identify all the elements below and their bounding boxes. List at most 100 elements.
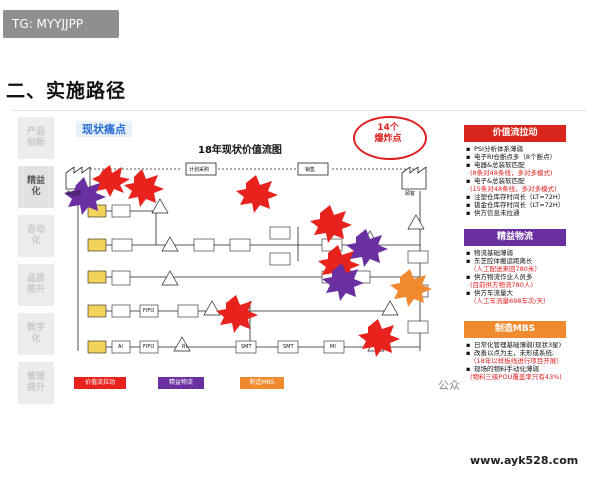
section-item: (15条对48条线，多对多模式) [466,185,586,193]
section-item-text: （人工车流量698车次/天） [470,297,550,305]
planning-label: 计划采购 [189,166,209,173]
bullet-icon: ▪ [466,289,471,297]
vsm-title: 18年现状价值流图 [198,145,282,156]
explosion-callout-bubble [353,116,427,160]
section-item-text: (15条对48条线，多对多模式) [470,185,557,193]
bullet-icon: ▪ [466,365,471,373]
svg-text:SMT: SMT [241,344,252,350]
bullet-icon: ▪ [466,209,471,217]
planning-box [185,162,217,176]
section-item-text: 供方车流量大 [474,289,513,297]
sales-box [297,162,329,176]
section-item-text: 日常化管理基础薄弱(现状3星) [474,341,562,349]
section-header-lean-logistics: 精益物流 [464,229,566,246]
yellow-box-2 [87,238,107,252]
section-item: ▪供方信息未拉通 [466,209,586,217]
section-item-text: 改善以点为主，未形成系统; [474,349,555,357]
svg-text:FIFO: FIFO [143,308,154,314]
bullet-icon: ▪ [466,273,471,281]
bullet-icon: ▪ [466,153,471,161]
section-list-value-stream: ▪PSI分析体系薄弱▪电子RI仓断点多（8个断点）▪电器&总装软匹配(8条对48… [466,145,586,217]
section-list-manufacturing-mbs: ▪日常化管理基础薄弱(现状3星)▪改善以点为主，未形成系统;（18年以样板线进行… [466,341,586,381]
yellow-box-4 [87,304,107,318]
bullet-icon: ▪ [466,145,471,153]
section-item-text: 钣金仓库存时间长（LT=72H） [474,201,565,209]
customer-label: 顾客 [405,190,415,197]
watermark-tag: TG: MYYJJPP [3,10,119,38]
svg-text:FIFO: FIFO [143,344,154,350]
section-item-text: 物流基础薄弱 [474,249,513,257]
bullet-icon: ▪ [466,341,471,349]
bullet-icon: ▪ [466,257,471,265]
section-item-text: (8条对48条线，多对多模式) [470,169,553,177]
bullet-icon: ▪ [466,193,471,201]
side-tab-label: 精益化 [26,176,45,197]
slide-canvas: 产品创新 精益化 自动化 品质提升 数字化 管理提升 现状痛点 18年现状价值流… [12,110,587,417]
section-item: (目前供方物流780人) [466,281,586,289]
side-tab-automation[interactable]: 自动化 [18,215,54,257]
section-item-text: (目前供方物流780人) [470,281,533,289]
side-tab-label: 产品创新 [26,127,45,148]
section-item: ▪电器&总装软匹配 [466,161,586,169]
section-item-text: （18年以样板线进行项目开展） [470,357,563,365]
section-item-text: 东芝腔体搬运距离长 [474,257,533,265]
bullet-icon: ▪ [466,161,471,169]
section-item: ▪注塑仓库存时间长（LT=72H） [466,193,586,201]
sales-label: 销售 [305,166,315,173]
side-tab-label: 管理提升 [26,372,45,393]
legend-lean-logistics: 精益物流 [158,377,204,389]
side-tab-label: 数字化 [26,323,45,344]
section-item: ▪供方物流作业人员多 [466,273,586,281]
customer-factory-icon [401,166,427,190]
section-item-text: (物料三级POU覆盖率只有43%) [470,373,562,381]
value-stream-map: 计划采购 销售 顾客 供应商 AI FIFO RI SMT SMT MI FIF… [64,162,432,357]
section-item: （人工配送来回780米） [466,265,586,273]
svg-text:MI: MI [330,344,336,350]
section-item: (8条对48条线，多对多模式) [466,169,586,177]
section-item: ▪日常化管理基础薄弱(现状3星) [466,341,586,349]
svg-text:SMT: SMT [283,344,294,350]
section-item-text: 电器&总装软匹配 [474,161,525,169]
pain-points-label: 现状痛点 [76,121,132,137]
section-item-text: 电子RI仓断点多（8个断点） [474,153,557,161]
section-header-value-stream: 价值流拉动 [464,125,566,142]
section-item: ▪物流基础薄弱 [466,249,586,257]
svg-text:RI: RI [182,344,187,350]
side-tab-label: 自动化 [26,225,45,246]
yellow-box-3 [87,270,107,284]
section-item: ▪改善以点为主，未形成系统; [466,349,586,357]
section-item: （18年以样板线进行项目开展） [466,357,586,365]
section-item-text: 现场的物料手动化薄弱 [474,365,539,373]
bullet-icon: ▪ [466,249,471,257]
section-item: ▪现场的物料手动化薄弱 [466,365,586,373]
side-tab-lean[interactable]: 精益化 [18,166,54,208]
side-tab-product-innovation[interactable]: 产品创新 [18,117,54,159]
legend-manufacturing-mbs: 制造MBS [240,377,284,389]
section-item-text: （人工配送来回780米） [470,265,541,273]
legend-value-stream: 价值流拉动 [74,377,126,389]
side-tab-label: 品质提升 [26,274,45,295]
section-item-text: 注塑仓库存时间长（LT=72H） [474,193,565,201]
section-item: ▪电子&总装软匹配 [466,177,586,185]
bullet-icon: ▪ [466,177,471,185]
section-header-manufacturing-mbs: 制造MBS [464,321,566,338]
section-item: ▪电子RI仓断点多（8个断点） [466,153,586,161]
section-item: (物料三级POU覆盖率只有43%) [466,373,586,381]
bullet-icon: ▪ [466,201,471,209]
section-heading: 二、实施路径 [6,80,127,102]
section-item-text: 供方物流作业人员多 [474,273,533,281]
section-list-lean-logistics: ▪物流基础薄弱▪东芝腔体搬运距离长（人工配送来回780米）▪供方物流作业人员多(… [466,249,586,305]
section-item-text: PSI分析体系薄弱 [474,145,523,153]
yellow-box-5 [87,340,107,354]
side-tab-quality[interactable]: 品质提升 [18,264,54,306]
supplier-label: 供应商 [66,190,81,197]
svg-text:AI: AI [118,344,123,350]
section-item: ▪PSI分析体系薄弱 [466,145,586,153]
site-watermark: www.ayk528.com [470,454,579,467]
footer-watermark: 公众 [438,379,460,392]
section-item-text: 供方信息未拉通 [474,209,520,217]
section-item: ▪东芝腔体搬运距离长 [466,257,586,265]
explosion-callout-text: 14个 爆炸点 [374,123,402,144]
side-tab-management[interactable]: 管理提升 [18,362,54,404]
side-tab-digital[interactable]: 数字化 [18,313,54,355]
